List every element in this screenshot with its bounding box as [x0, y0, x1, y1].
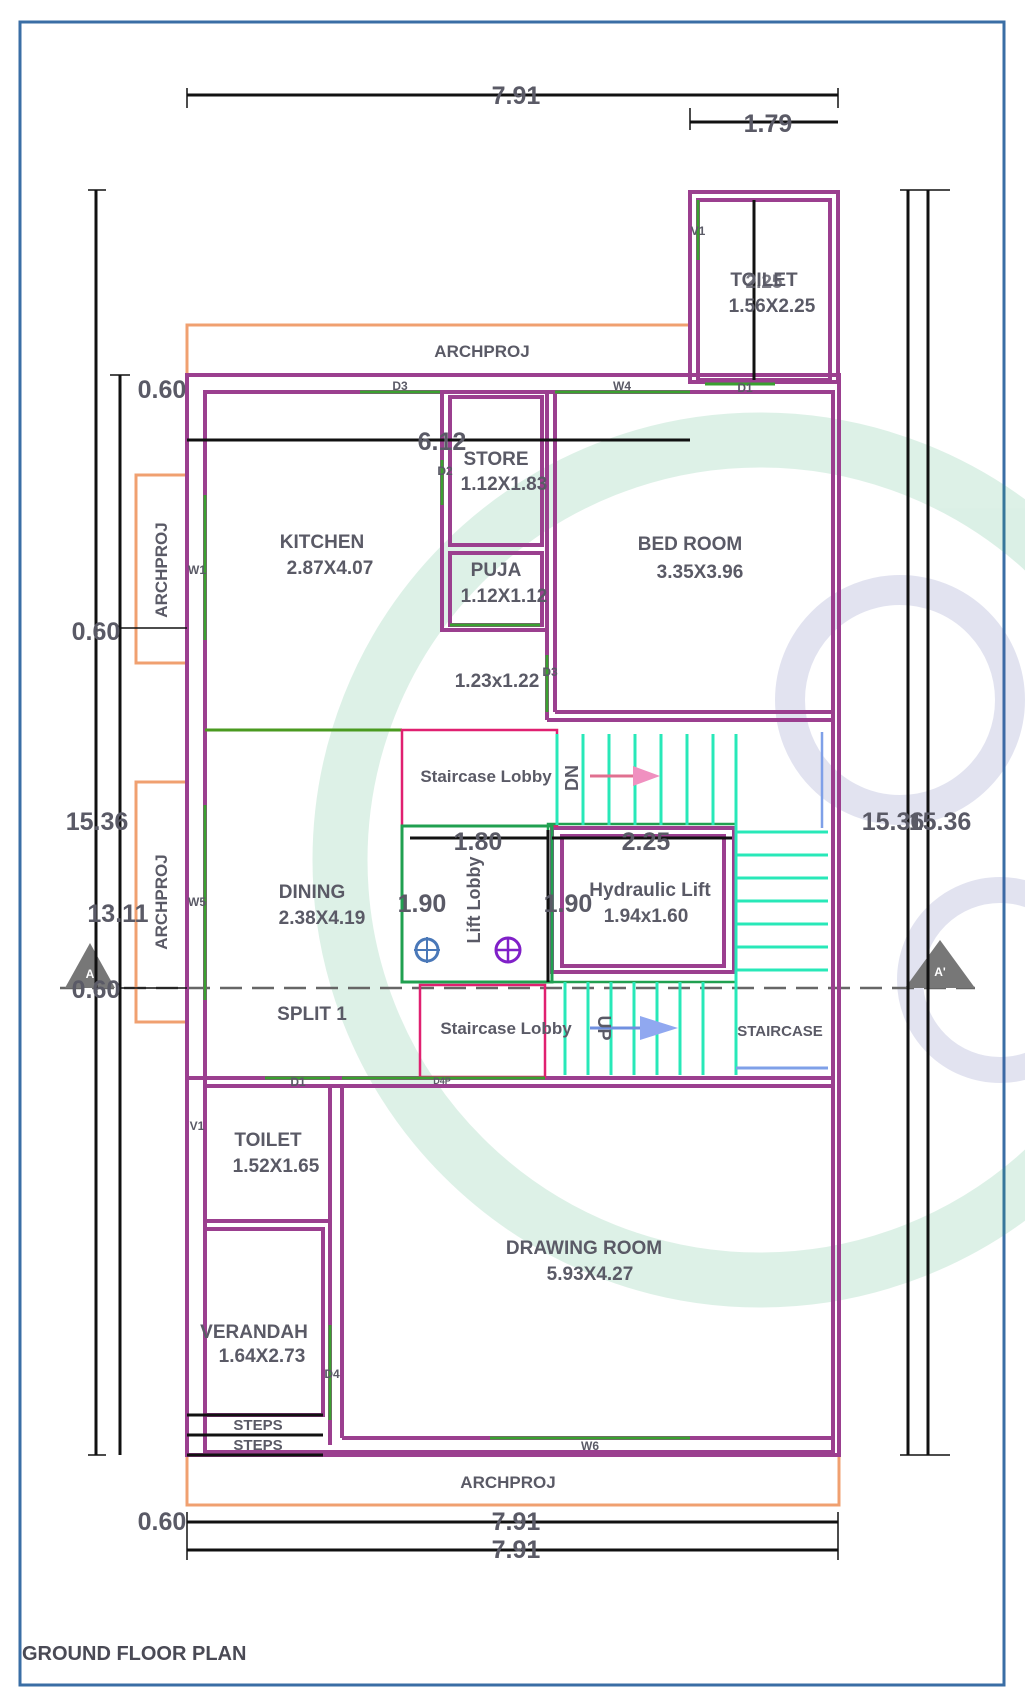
puja-name: PUJA [471, 560, 522, 581]
section-mark-right: A' [934, 965, 946, 979]
store-size: 1.12X1.83 [461, 474, 548, 495]
opening-v1-left: V1 [190, 1119, 205, 1133]
watermark [312, 412, 1025, 1308]
dining-size: 2.38X4.19 [279, 908, 366, 929]
opening-v1-top: V1 [691, 224, 706, 238]
opening-d1-top: D1 [737, 381, 753, 395]
lift-lobby-name: Lift Lobby [464, 857, 484, 944]
lift-lobby-outline [400, 824, 554, 984]
hydraulic-lift-size: 1.94x1.60 [604, 906, 689, 927]
drawing-title: GROUND FLOOR PLAN [22, 1643, 246, 1665]
split-name: SPLIT 1 [277, 1004, 347, 1025]
section-mark-left: A [86, 967, 95, 981]
dim-bottom-width-1: 7.91 [492, 1508, 541, 1536]
staircase-lobby-bottom-name: Staircase Lobby [440, 1019, 572, 1038]
dimension-lines [88, 88, 950, 1560]
opening-d1-mid: D1 [290, 1075, 306, 1089]
hydraulic-lift-name: Hydraulic Lift [589, 880, 711, 901]
dim-bottom-width-2: 7.91 [492, 1536, 541, 1564]
verandah-name: VERANDAH [200, 1322, 308, 1343]
dim-height-right: 15.36 [862, 808, 925, 836]
dim-kitchen-span: 6.12 [418, 428, 467, 456]
bedroom-name: BED ROOM [638, 534, 743, 555]
kitchen-name: KITCHEN [280, 532, 364, 553]
steps-1-label: STEPS [233, 1417, 282, 1434]
toilet-top-name: TOILET [730, 270, 798, 291]
dim-height-left-inner: 13.11 [87, 900, 148, 928]
opening-d4: D4 [324, 1367, 340, 1381]
opening-w4: W4 [613, 379, 631, 393]
drawing-room-size: 5.93X4.27 [547, 1264, 634, 1285]
target-icon-purple [494, 936, 522, 964]
arrow-up [590, 1016, 678, 1040]
arrow-dn [590, 766, 660, 786]
verandah-size: 1.64X2.73 [219, 1346, 306, 1367]
openings-marks [203, 200, 775, 1440]
projection-left-lower-label: ARCHPROJ [152, 854, 171, 949]
dim-offset-top: 0.60 [138, 376, 187, 404]
dim-height-right-overlap: 15.36 [909, 808, 972, 836]
dim-toilet-width: 1.79 [744, 110, 793, 138]
projection-top-label: ARCHPROJ [434, 342, 529, 361]
drawing-room-name: DRAWING ROOM [506, 1238, 662, 1259]
opening-d4p: D4P [433, 1076, 451, 1086]
opening-d3-side: D3 [542, 665, 558, 679]
dim-lift-height: 1.90 [544, 890, 593, 918]
section-marker-right: A' [905, 940, 975, 988]
toilet-bottom-name: TOILET [234, 1130, 302, 1151]
toilet-bottom-size: 1.52X1.65 [233, 1156, 320, 1177]
dim-offset-mid: 0.60 [72, 618, 121, 646]
dim-lift-lobby-height: 1.90 [398, 890, 447, 918]
toilet-top-size: 1.56X2.25 [729, 296, 816, 317]
passage-size: 1.23x1.22 [455, 671, 540, 692]
projection-bottom-label: ARCHPROJ [460, 1473, 555, 1492]
store-name: STORE [463, 449, 528, 470]
staircase-name: STAIRCASE [737, 1023, 823, 1040]
toilet-top-alt: 2.25 [746, 272, 783, 293]
dim-lift-lobby-width: 1.80 [454, 828, 503, 856]
section-marker-left: A [65, 943, 115, 988]
opening-d3-top: D3 [392, 379, 408, 393]
dim-height-left-outer: 15.36 [66, 808, 129, 836]
staircase-dn: DN [562, 765, 582, 791]
dim-overall-width-top: 7.91 [492, 82, 541, 110]
staircase-up: UP [594, 1015, 614, 1040]
opening-w1: W1 [188, 563, 206, 577]
dining-name: DINING [279, 882, 346, 903]
opening-w5-left: W5 [188, 895, 206, 909]
page-border [18, 20, 1006, 1687]
kitchen-size: 2.87X4.07 [287, 558, 374, 579]
projection-left-upper-label: ARCHPROJ [152, 522, 171, 617]
dim-offset-bottom: 0.60 [138, 1508, 187, 1536]
opening-d2: D2 [437, 464, 453, 478]
puja-size: 1.12X1.12 [461, 586, 548, 607]
staircase-lobby-top-name: Staircase Lobby [420, 767, 552, 786]
steps [187, 1413, 323, 1457]
dim-offset-low: 0.60 [72, 976, 121, 1004]
target-icon-blue [414, 937, 440, 963]
opening-w6: W6 [581, 1439, 599, 1453]
bedroom-size: 3.35X3.96 [657, 562, 744, 583]
dim-lift-width: 2.25 [622, 828, 671, 856]
steps-2-label: STEPS [233, 1437, 282, 1454]
